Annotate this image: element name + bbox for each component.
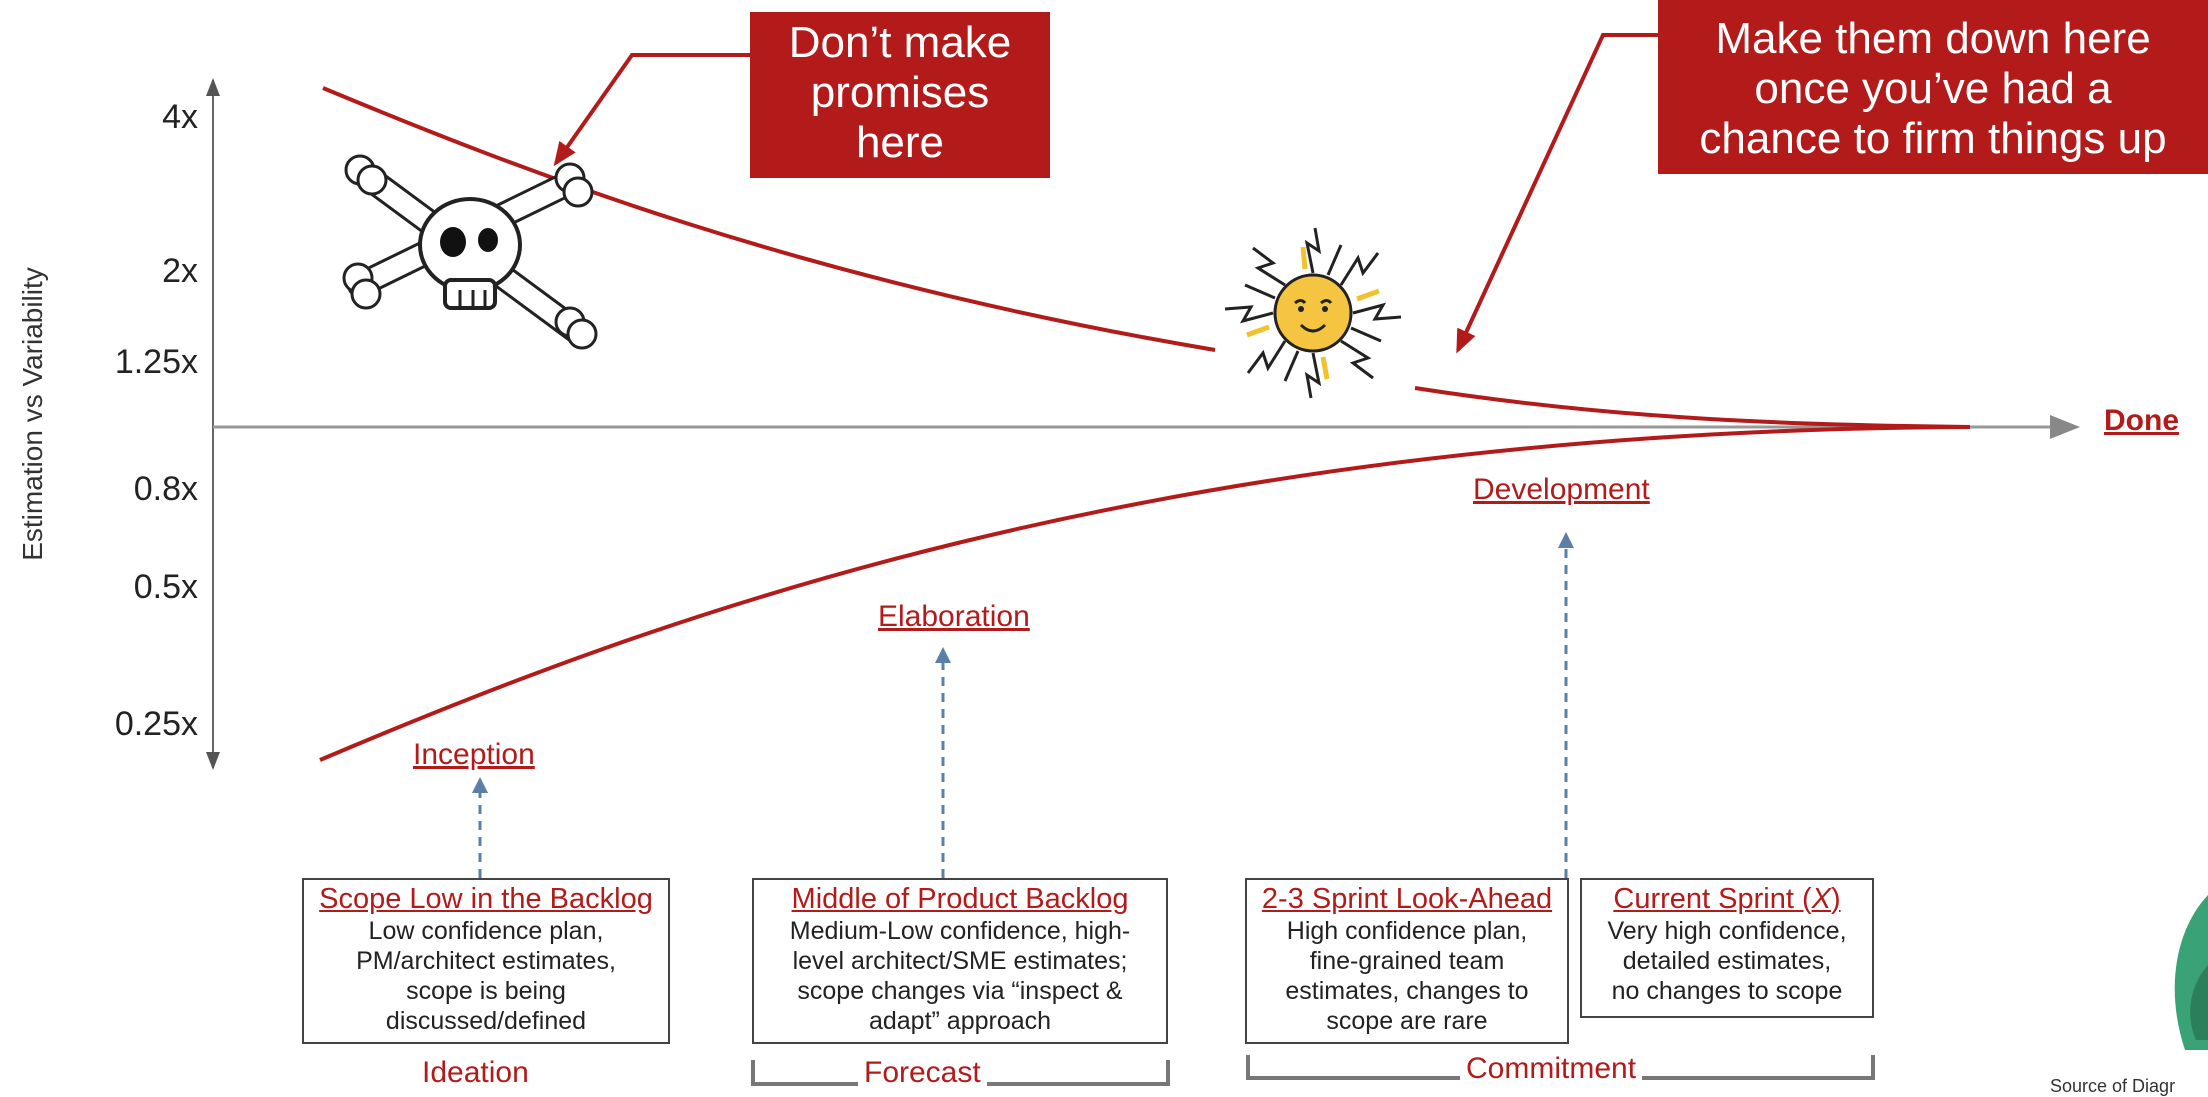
upper-cone-curve-tail xyxy=(1414,386,1971,429)
box-line: Very high confidence, xyxy=(1607,917,1847,945)
callout-line: Make them down here xyxy=(1715,14,2151,63)
box-title-prefix: Current Sprint ( xyxy=(1613,883,1812,915)
right-callout-pointer xyxy=(1456,33,1658,354)
box-title: Current Sprint (X) xyxy=(1582,882,1872,916)
box-line: fine-grained team xyxy=(1309,947,1505,975)
box-line: detailed estimates, xyxy=(1622,947,1832,975)
box-line: adapt” approach xyxy=(868,1007,1052,1035)
scope-low-backlog-box: Scope Low in the Backlog Low confidence … xyxy=(302,878,670,1044)
box-line: scope is being xyxy=(406,977,566,1005)
lower-cone-curve xyxy=(319,425,1971,762)
box-title-suffix: ) xyxy=(1830,883,1841,915)
phase-elaboration: Elaboration xyxy=(878,600,1030,633)
callout-line: Don’t make xyxy=(788,18,1012,67)
box-line: PM/architect estimates, xyxy=(356,947,616,975)
y-axis xyxy=(206,78,220,770)
y-tick-1-25x: 1.25x xyxy=(114,343,198,381)
done-label: Done xyxy=(2104,404,2179,437)
y-tick-4x: 4x xyxy=(162,98,198,136)
box-line: level architect/SME estimates; xyxy=(792,947,1128,975)
box-line: no changes to scope xyxy=(1611,977,1843,1005)
upper-cone-curve xyxy=(322,86,1216,352)
firm-up-callout: Make them down here once you’ve had a ch… xyxy=(1658,0,2208,174)
box-title: Middle of Product Backlog xyxy=(791,883,1129,915)
sun-icon xyxy=(1224,227,1402,399)
y-tick-0-8x: 0.8x xyxy=(133,470,198,508)
middle-backlog-box: Middle of Product Backlog Medium-Low con… xyxy=(752,878,1168,1044)
box-line: Medium-Low confidence, high- xyxy=(789,917,1131,945)
box-title: Scope Low in the Backlog xyxy=(319,883,653,915)
box-line: scope changes via “inspect & xyxy=(797,977,1123,1005)
dont-promise-callout: Don’t make promises here xyxy=(750,12,1050,178)
current-sprint-box: Current Sprint (X) Very high confidence,… xyxy=(1580,878,1874,1018)
group-ideation: Ideation xyxy=(416,1056,535,1090)
phase-inception: Inception xyxy=(413,738,535,771)
group-commitment: Commitment xyxy=(1460,1052,1643,1086)
box-line: discussed/defined xyxy=(385,1007,587,1035)
left-callout-pointer xyxy=(553,53,750,167)
phase-development: Development xyxy=(1473,473,1650,506)
skull-crossbones-icon xyxy=(342,154,598,350)
callout-line: promises xyxy=(810,68,990,117)
leaf-logo-icon xyxy=(2174,895,2208,1050)
y-tick-0-25x: 0.25x xyxy=(114,705,198,743)
box-title: 2-3 Sprint Look-Ahead xyxy=(1261,883,1553,915)
callout-line: here xyxy=(855,118,945,167)
box-title-var: X xyxy=(1811,883,1831,915)
callout-line: once you’ve had a xyxy=(1754,64,2112,113)
y-tick-2x: 2x xyxy=(162,252,198,290)
callout-line: chance to firm things up xyxy=(1699,114,2167,163)
y-axis-label: Estimation vs Variability xyxy=(17,267,48,561)
sprint-look-ahead-box: 2-3 Sprint Look-Ahead High confidence pl… xyxy=(1245,878,1569,1044)
x-axis xyxy=(213,415,2080,439)
box-line: Low confidence plan, xyxy=(368,917,604,945)
box-line: estimates, changes to xyxy=(1285,977,1529,1005)
box-line: High confidence plan, xyxy=(1286,917,1528,945)
group-forecast: Forecast xyxy=(858,1056,987,1090)
box-line: scope are rare xyxy=(1326,1007,1488,1035)
source-note: Source of Diagr xyxy=(2050,1076,2176,1096)
y-tick-0-5x: 0.5x xyxy=(133,568,198,606)
